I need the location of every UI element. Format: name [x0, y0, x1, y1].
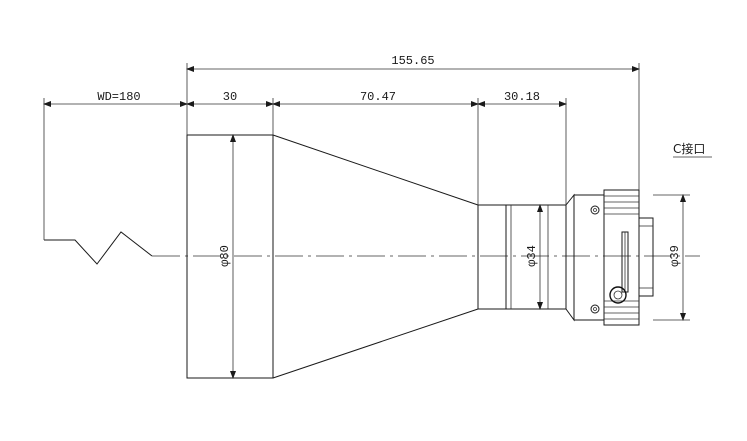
dim-working-distance: WD=180 — [97, 90, 140, 104]
c-mount-thread — [638, 217, 654, 297]
mount-taper — [565, 193, 575, 322]
dim-front-diameter: φ80 — [218, 245, 232, 267]
dim-front-section: 30 — [223, 90, 237, 104]
taper-top-edge — [272, 134, 479, 206]
rear-barrel — [477, 204, 507, 310]
dim-mount-diameter: φ39 — [668, 245, 682, 267]
working-distance-break-line — [44, 231, 153, 265]
dim-rear-section: 30.18 — [504, 90, 540, 104]
dim-taper-section: 70.47 — [360, 90, 396, 104]
mount-screw-top — [590, 205, 600, 215]
locking-knob — [609, 286, 627, 304]
dim-rear-diameter: φ34 — [525, 245, 539, 267]
mount-screw-bottom — [590, 304, 600, 314]
dim-overall-length: 155.65 — [391, 54, 434, 68]
mount-collar — [573, 194, 605, 321]
taper-bottom-edge — [272, 308, 479, 379]
mount-label: C接口 — [673, 141, 705, 156]
